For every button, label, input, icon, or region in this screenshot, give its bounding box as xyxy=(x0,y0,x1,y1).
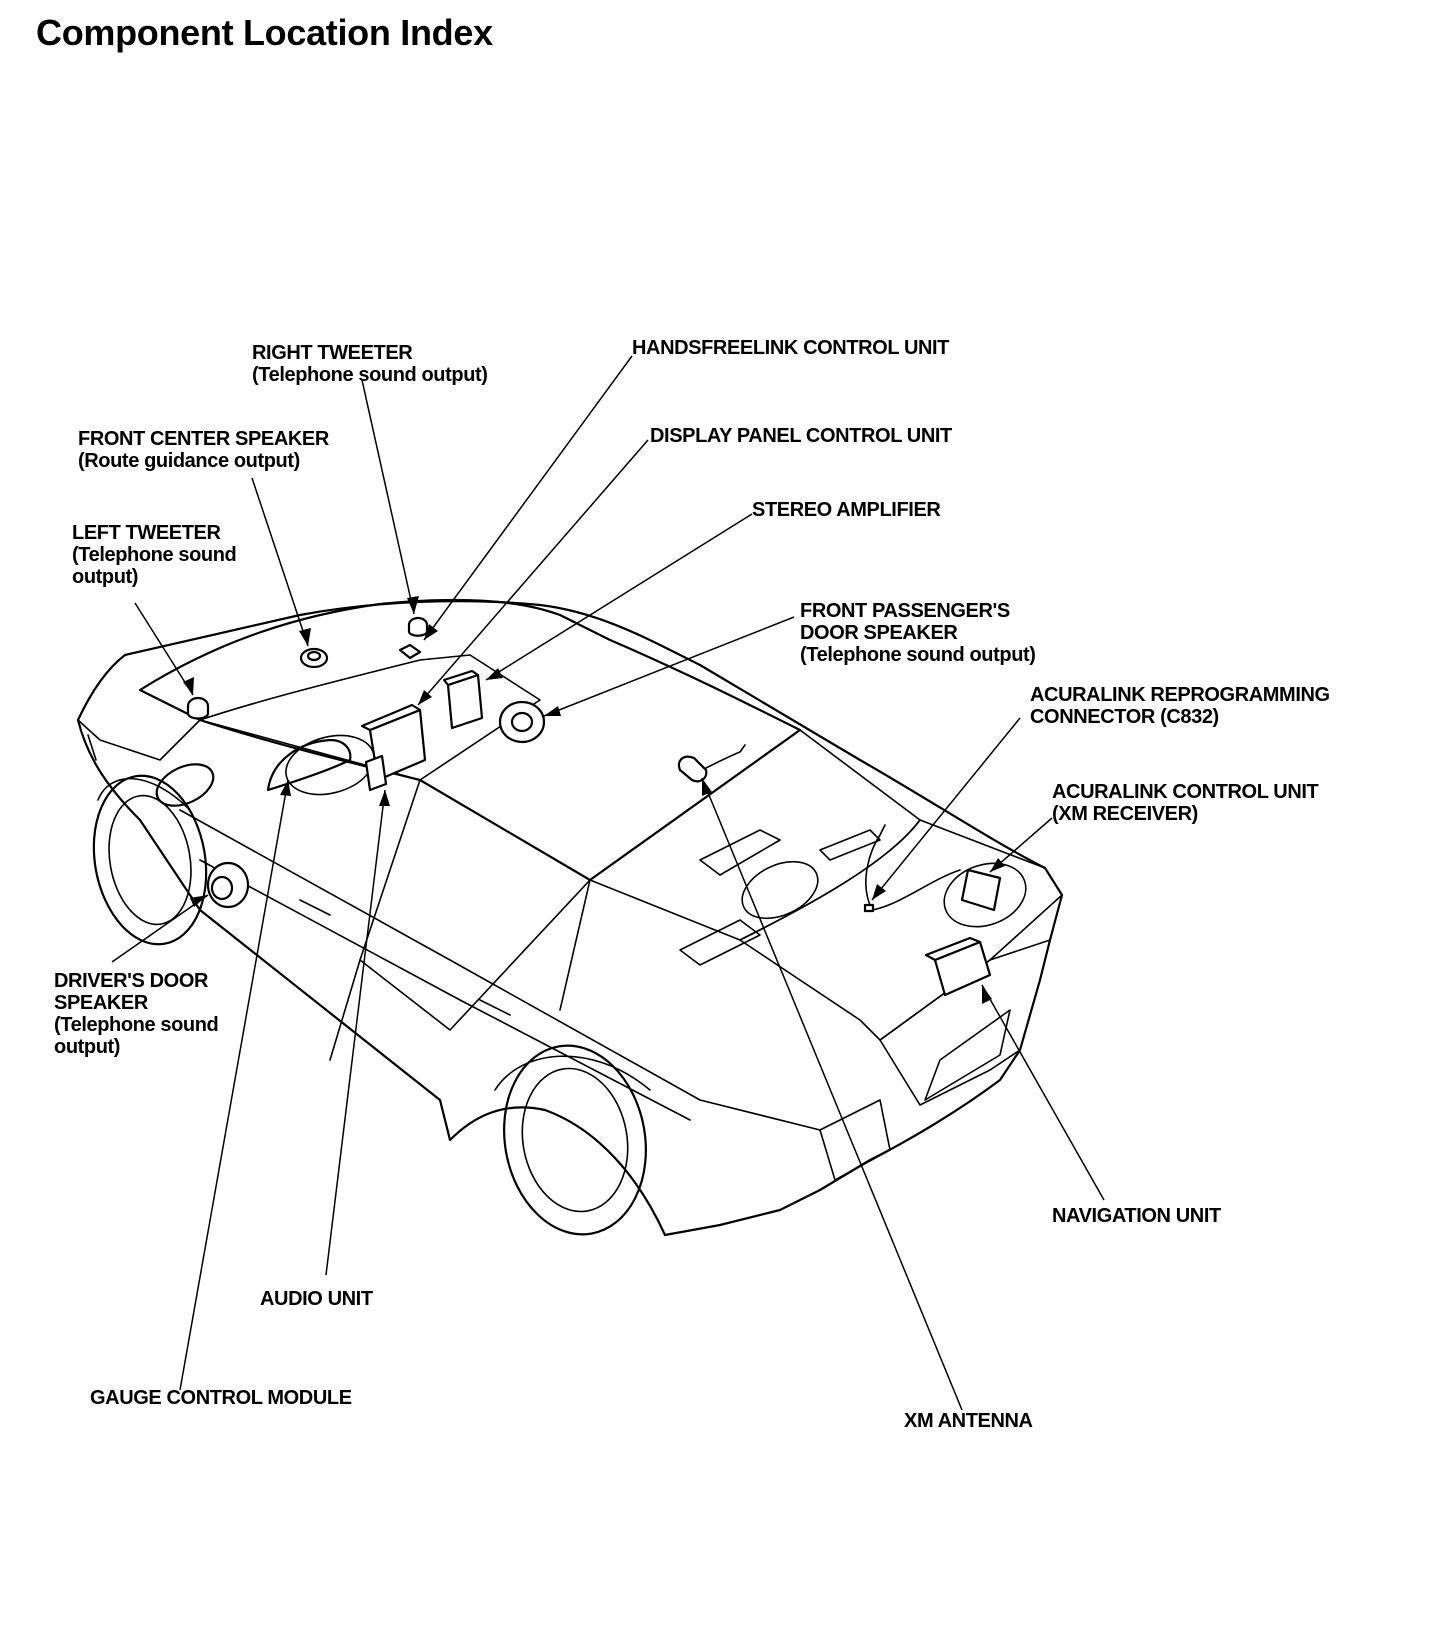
label-navigation-title: NAVIGATION UNIT xyxy=(1052,1205,1221,1227)
label-left-tweeter-sub: (Telephone sound xyxy=(72,544,237,566)
component-drivers-door-speaker xyxy=(206,861,250,909)
component-xm-antenna xyxy=(677,744,746,783)
leader-navigation xyxy=(981,984,1105,1201)
leader-right-tweeter xyxy=(361,379,415,615)
label-stereo-amplifier: STEREO AMPLIFIER xyxy=(752,499,941,521)
label-gauge-control-module: GAUGE CONTROL MODULE xyxy=(90,1387,352,1409)
leader-audio-unit xyxy=(325,789,386,1276)
label-xm-antenna: XM ANTENNA xyxy=(904,1410,1033,1432)
component-handsfreelink-unit xyxy=(398,643,422,660)
label-drivers-door-title2: SPEAKER xyxy=(54,992,148,1014)
label-front-center-speaker: FRONT CENTER SPEAKER (Route guidance out… xyxy=(78,428,329,472)
label-drivers-door-sub: (Telephone sound xyxy=(54,1014,219,1036)
component-stereo-amplifier xyxy=(442,669,484,730)
label-drivers-door-speaker: DRIVER'S DOOR SPEAKER (Telephone sound o… xyxy=(54,970,219,1058)
label-acuralink-connector-title2: CONNECTOR (C832) xyxy=(1030,706,1219,728)
label-navigation-unit: NAVIGATION UNIT xyxy=(1052,1205,1221,1227)
label-front-center-speaker-sub: (Route guidance output) xyxy=(78,450,300,472)
label-front-passenger-title2: DOOR SPEAKER xyxy=(800,622,958,644)
component-acuralink-connector xyxy=(863,824,961,913)
page-title: Component Location Index xyxy=(36,12,493,53)
label-right-tweeter-title: RIGHT TWEETER xyxy=(252,342,413,364)
label-handsfreelink-control-unit: HANDSFREELINK CONTROL UNIT xyxy=(632,337,949,359)
label-right-tweeter: RIGHT TWEETER (Telephone sound output) xyxy=(252,342,488,386)
label-audio-unit-title: AUDIO UNIT xyxy=(260,1288,373,1310)
label-display-panel-title: DISPLAY PANEL CONTROL UNIT xyxy=(650,425,952,447)
leader-front-passenger-door xyxy=(543,616,795,717)
label-drivers-door-title: DRIVER'S DOOR xyxy=(54,970,209,992)
leader-acuralink-connector xyxy=(871,717,1021,901)
component-left-tweeter xyxy=(186,696,210,720)
leader-front-center-speaker xyxy=(251,477,309,647)
label-xm-antenna-title: XM ANTENNA xyxy=(904,1410,1033,1432)
component-audio-unit xyxy=(364,754,388,792)
component-navigation-unit xyxy=(924,936,992,997)
label-right-tweeter-sub: (Telephone sound output) xyxy=(252,364,488,386)
label-stereo-amplifier-title: STEREO AMPLIFIER xyxy=(752,499,941,521)
leader-drivers-door xyxy=(111,894,209,963)
label-handsfreelink-title: HANDSFREELINK CONTROL UNIT xyxy=(632,337,950,359)
label-acuralink-control-title: ACURALINK CONTROL UNIT xyxy=(1052,781,1319,803)
label-display-panel-control-unit: DISPLAY PANEL CONTROL UNIT xyxy=(650,425,952,447)
leader-display-panel xyxy=(417,439,649,706)
label-drivers-door-sub2: output) xyxy=(54,1036,121,1058)
label-acuralink-control-sub: (XM RECEIVER) xyxy=(1052,803,1198,825)
label-audio-unit: AUDIO UNIT xyxy=(260,1288,373,1310)
leader-lines xyxy=(111,355,1105,1411)
label-left-tweeter-sub2: output) xyxy=(72,566,139,588)
leader-arrowheads xyxy=(183,596,1005,1004)
component-front-center-speaker xyxy=(299,647,329,669)
component-acuralink-control-unit xyxy=(943,862,1027,928)
component-front-passenger-door-speaker xyxy=(498,700,546,744)
leader-left-tweeter xyxy=(134,602,194,696)
component-right-tweeter xyxy=(407,616,429,637)
label-front-center-speaker-title: FRONT CENTER SPEAKER xyxy=(78,428,329,450)
leader-xm-antenna xyxy=(701,777,963,1411)
label-acuralink-connector-title: ACURALINK REPROGRAMMING xyxy=(1030,684,1330,706)
car-outline xyxy=(76,598,1064,1237)
label-acuralink-control-unit: ACURALINK CONTROL UNIT (XM RECEIVER) xyxy=(1052,781,1319,825)
label-front-passenger-title: FRONT PASSENGER'S xyxy=(800,600,1010,622)
label-front-passenger-sub: (Telephone sound output) xyxy=(800,644,1036,666)
label-left-tweeter-title: LEFT TWEETER xyxy=(72,522,221,544)
label-acuralink-reprogramming-connector: ACURALINK REPROGRAMMING CONNECTOR (C832) xyxy=(1030,684,1330,728)
leader-stereo-amplifier xyxy=(485,513,753,681)
label-front-passengers-door-speaker: FRONT PASSENGER'S DOOR SPEAKER (Telephon… xyxy=(800,600,1036,666)
leader-handsfreelink xyxy=(423,355,633,641)
label-left-tweeter: LEFT TWEETER (Telephone sound output) xyxy=(72,522,237,588)
leader-gauge-module xyxy=(179,779,289,1391)
label-gauge-module-title: GAUGE CONTROL MODULE xyxy=(90,1387,352,1409)
